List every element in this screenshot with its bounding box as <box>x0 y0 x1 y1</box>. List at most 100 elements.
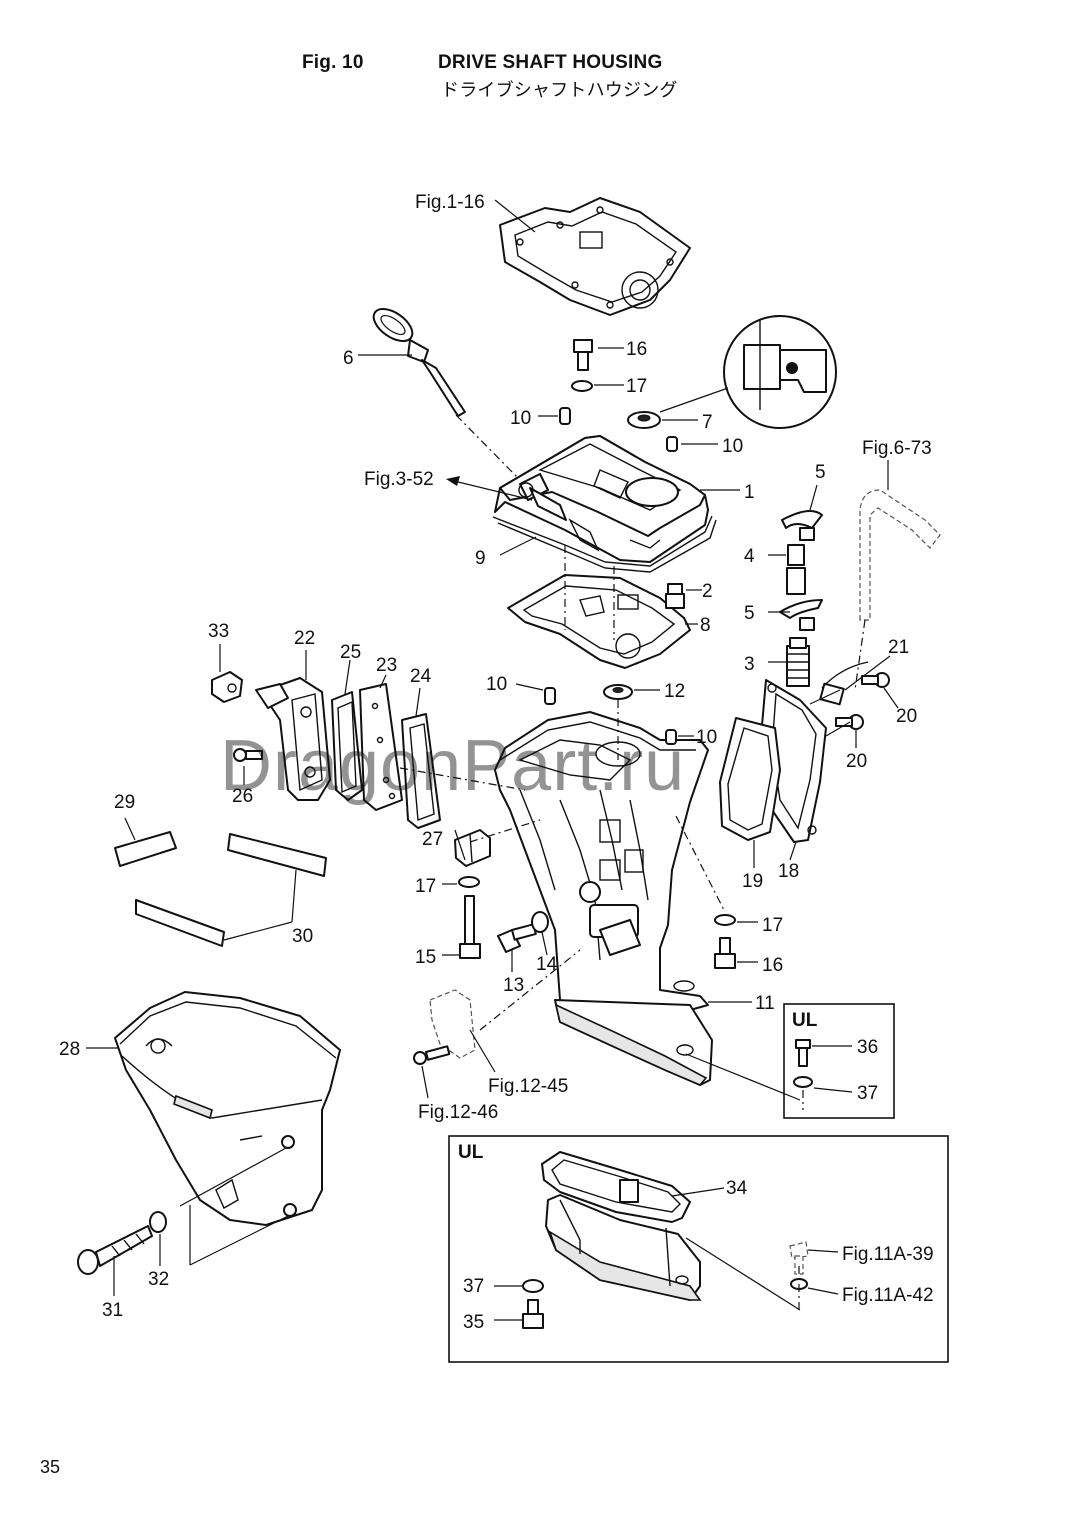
seal-detail-view <box>723 315 837 429</box>
inset-box-bottom <box>448 1135 949 1363</box>
gasket-19 <box>719 717 781 841</box>
hose-connector <box>786 567 806 595</box>
hose-4 <box>787 544 805 566</box>
callout-10-c: 10 <box>486 674 507 695</box>
page-number: 35 <box>40 1457 61 1477</box>
inset-box-right <box>783 1003 895 1119</box>
housing-skirt-34 <box>541 1151 702 1301</box>
callout-12: 12 <box>664 681 685 702</box>
reference-bolt-fig-11a-39 <box>789 1241 809 1275</box>
watermark: DragonPart.ru <box>220 726 685 806</box>
callout-7: 7 <box>702 412 713 433</box>
callout-17-left: 17 <box>415 876 436 897</box>
callout-19: 19 <box>742 871 763 892</box>
washer-17-right <box>714 914 736 926</box>
bolt-20-upper <box>861 672 890 688</box>
reference-hose-fig-6-73 <box>859 489 941 621</box>
gasket-24 <box>401 713 441 829</box>
clip-21 <box>819 661 869 706</box>
washer-17-top <box>571 380 593 392</box>
callout-32: 32 <box>148 1269 169 1290</box>
fitting-2 <box>665 583 685 609</box>
bolt-20-lower <box>835 714 864 730</box>
washer-17-left <box>458 876 480 888</box>
ref-fig-11a-42: Fig.11A-42 <box>842 1285 934 1306</box>
callout-1: 1 <box>744 482 755 503</box>
washer-37-bottom <box>522 1279 544 1293</box>
page-title-japanese: ドライブシャフトハウジング <box>441 80 678 100</box>
grommet-27 <box>454 829 491 867</box>
callout-14: 14 <box>536 954 558 975</box>
dowel-pin-10b <box>666 436 678 452</box>
callout-10-d: 10 <box>696 727 717 748</box>
dipstick <box>372 308 466 417</box>
gasket-25 <box>331 691 363 801</box>
page-title: DRIVE SHAFT HOUSING <box>438 52 663 73</box>
callout-18: 18 <box>778 861 799 882</box>
washer-37-right <box>793 1076 813 1088</box>
washer-14 <box>531 911 549 933</box>
reference-screw-fig-12-46 <box>413 1045 451 1065</box>
gasket-8 <box>507 574 691 669</box>
hose-clamp-5-bottom <box>779 599 823 631</box>
reference-gasket-fig-1-16 <box>499 197 691 316</box>
fitting-26 <box>233 748 263 762</box>
callout-3: 3 <box>744 654 755 675</box>
drive-shaft-housing-11 <box>494 711 709 1011</box>
bolt-15 <box>459 895 481 959</box>
upper-housing-1 <box>494 435 709 563</box>
ref-fig-3-52: Fig.3-52 <box>364 469 434 490</box>
callout-25: 25 <box>340 642 361 663</box>
callout-5-top: 5 <box>815 462 826 483</box>
callout-34: 34 <box>726 1178 748 1199</box>
bolt-36 <box>795 1039 811 1067</box>
callout-17-top: 17 <box>626 376 647 397</box>
callout-20-lower: 20 <box>846 751 867 772</box>
callout-36: 36 <box>857 1037 878 1058</box>
bolt-31 <box>77 1225 153 1275</box>
callout-10-a: 10 <box>510 408 531 429</box>
callout-15: 15 <box>415 947 436 968</box>
bolt-13 <box>497 923 537 953</box>
plate-22 <box>255 677 331 801</box>
dowel-pin-10c <box>544 687 556 705</box>
inset-label-ul-right: UL <box>792 1010 818 1031</box>
bolt-16-right <box>714 937 736 969</box>
callout-31: 31 <box>102 1300 123 1321</box>
callout-26: 26 <box>232 786 253 807</box>
ref-fig-12-46: Fig.12-46 <box>418 1102 498 1123</box>
callout-10-b: 10 <box>722 436 743 457</box>
strip-30-upper <box>227 833 327 877</box>
washer-32 <box>149 1211 167 1233</box>
strip-30-lower <box>135 899 225 947</box>
callout-17-right: 17 <box>762 915 783 936</box>
part-33 <box>211 671 243 703</box>
filter-3 <box>786 637 810 687</box>
callout-2: 2 <box>702 581 713 602</box>
callout-22: 22 <box>294 628 315 649</box>
callout-9: 9 <box>475 548 486 569</box>
ref-fig-12-45: Fig.12-45 <box>488 1076 568 1097</box>
ref-fig-11a-39: Fig.11A-39 <box>842 1244 934 1265</box>
reference-plate-fig-12-45 <box>429 989 476 1059</box>
dowel-pin-10a <box>559 407 571 425</box>
callout-4: 4 <box>744 546 755 567</box>
drive-shaft-housing-skirt <box>554 999 713 1086</box>
hose-clamp-5-top <box>781 510 823 541</box>
callout-37-bottom: 37 <box>463 1276 484 1297</box>
ref-fig-6-73: Fig.6-73 <box>862 438 932 459</box>
callout-29: 29 <box>114 792 135 813</box>
callout-27: 27 <box>422 829 443 850</box>
bolt-16-top <box>573 339 593 371</box>
callout-37-right: 37 <box>857 1083 878 1104</box>
callout-6: 6 <box>343 348 354 369</box>
callout-33: 33 <box>208 621 229 642</box>
callout-21: 21 <box>888 637 909 658</box>
callout-30: 30 <box>292 926 313 947</box>
callout-11: 11 <box>755 993 775 1014</box>
callout-20-upper: 20 <box>896 706 917 727</box>
callout-24: 24 <box>410 666 432 687</box>
ref-fig-1-16: Fig.1-16 <box>415 192 485 213</box>
strip-29 <box>114 831 177 867</box>
